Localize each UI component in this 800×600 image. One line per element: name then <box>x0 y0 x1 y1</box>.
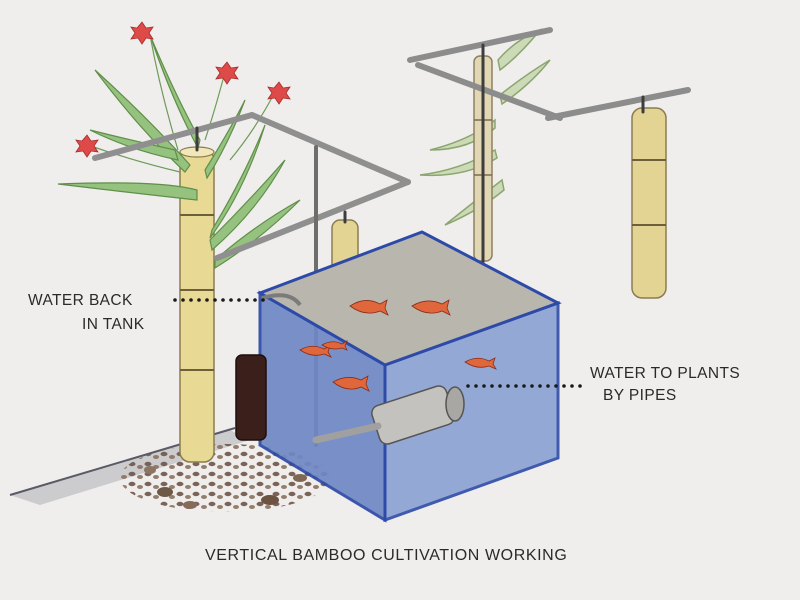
dark-standpipe <box>235 354 267 441</box>
fish-group <box>299 299 497 392</box>
label-water-back-line1: WATER BACK <box>28 292 133 309</box>
pipe-frame-right <box>407 27 691 264</box>
leader-water-to-plants <box>466 384 582 388</box>
fish <box>411 299 451 316</box>
water-pump <box>312 385 465 445</box>
water-surface <box>256 230 562 367</box>
fish <box>299 345 332 358</box>
fish <box>332 375 370 392</box>
label-water-to-plants-line2: BY PIPES <box>603 387 677 404</box>
fish-tank <box>256 230 562 523</box>
fish <box>464 357 497 370</box>
bamboo-stalk-left <box>179 146 215 463</box>
bamboo-stalk-right <box>631 107 667 299</box>
return-pipe <box>261 293 302 307</box>
leader-lines <box>173 298 582 388</box>
leader-water-back <box>173 298 265 302</box>
label-water-back-line2: IN TANK <box>82 316 145 333</box>
label-water-to-plants-line1: WATER TO PLANTS <box>590 365 741 382</box>
diagram-caption: VERTICAL BAMBOO CULTIVATION WORKING <box>205 547 568 564</box>
pebble-bed <box>120 444 330 512</box>
fish <box>321 340 348 351</box>
fish <box>349 299 389 316</box>
red-flowers <box>75 21 291 158</box>
